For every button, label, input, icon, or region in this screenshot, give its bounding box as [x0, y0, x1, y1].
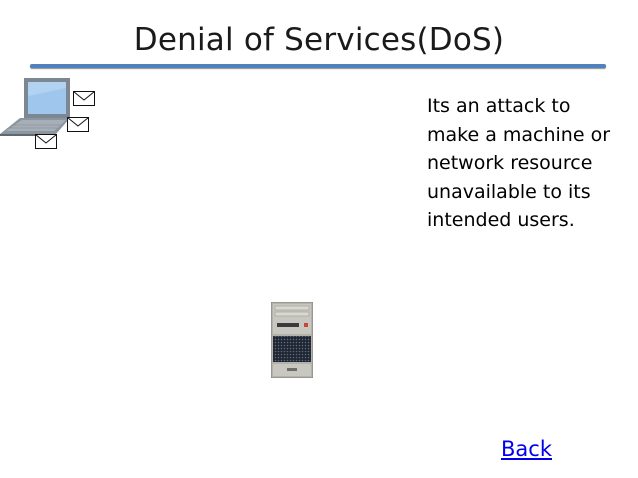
description-text: Its an attack to make a machine or netwo…	[427, 92, 632, 235]
server-icon	[271, 302, 313, 378]
back-link[interactable]: Back	[501, 437, 552, 461]
laptop-icon	[0, 78, 70, 136]
description-line: network resource	[427, 152, 593, 174]
envelope-icon	[35, 134, 57, 149]
title-underline	[30, 64, 606, 68]
description-line: make a machine or	[427, 123, 611, 146]
description-line: unavailable to its	[427, 180, 591, 203]
envelope-icon	[67, 117, 89, 132]
envelope-icon	[73, 91, 95, 106]
slide-title: Denial of Services(DoS)	[133, 22, 505, 58]
description-line: intended users.	[427, 209, 575, 231]
description-line: Its an attack to	[427, 95, 571, 117]
